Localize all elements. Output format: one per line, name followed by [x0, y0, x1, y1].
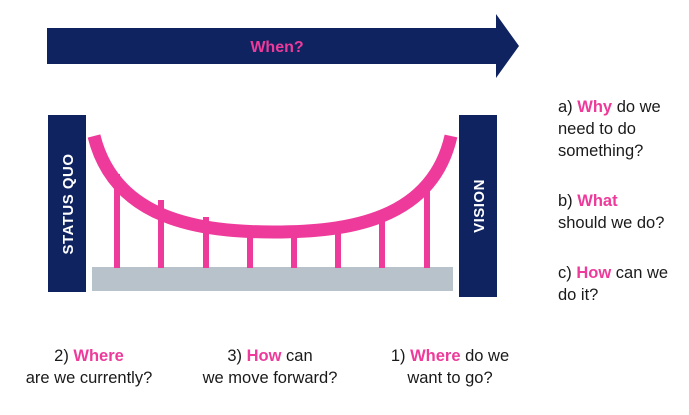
arrow-label: When?: [250, 39, 303, 56]
timeline-arrow: [47, 14, 519, 78]
highlight-what: What: [577, 192, 618, 210]
vision-pillar: [459, 115, 497, 297]
caption-goal: 1) Where do we want to go?: [365, 345, 535, 389]
question-why-line3: something?: [558, 142, 644, 160]
question-why: a) Why do we need to do something?: [558, 96, 661, 162]
highlight-where-current: Where: [73, 347, 124, 365]
caption-current-line1: 2) Where: [54, 347, 124, 365]
caption-forward: 3) How can we move forward?: [185, 345, 355, 389]
highlight-where-goal: Where: [410, 347, 461, 365]
question-why-line2: need to do: [558, 120, 636, 138]
suspender-rod: [247, 226, 253, 268]
suspension-cable: [87, 134, 458, 239]
status-quo-pillar: [48, 115, 86, 292]
highlight-how: How: [576, 264, 612, 282]
suspender-rod: [379, 212, 385, 268]
question-how: c) How can we do it?: [558, 262, 668, 306]
suspender-rod: [291, 228, 297, 268]
vision-label: VISION: [471, 179, 488, 233]
highlight-how-forward: How: [246, 347, 282, 365]
caption-forward-line2: we move forward?: [202, 369, 338, 387]
caption-current-line2: are we currently?: [25, 369, 153, 387]
bridge-suspenders: [114, 174, 430, 268]
caption-goal-line2: want to go?: [407, 369, 493, 387]
question-why-line1: a) Why do we: [558, 98, 661, 116]
suspender-rod: [158, 200, 164, 268]
suspender-rod: [335, 224, 341, 268]
question-what-line2: should we do?: [558, 214, 665, 232]
suspender-rod: [424, 186, 430, 268]
status-quo-label: STATUS QUO: [60, 153, 77, 254]
question-what-line1: b) What: [558, 192, 618, 210]
suspender-rod: [114, 174, 120, 268]
highlight-why: Why: [577, 98, 613, 116]
question-how-line2: do it?: [558, 286, 599, 304]
question-what: b) What should we do?: [558, 190, 664, 234]
caption-goal-line1: 1) Where do we: [390, 347, 510, 365]
caption-forward-line1: 3) How can: [227, 347, 313, 365]
question-how-line1: c) How can we: [558, 264, 669, 282]
caption-current: 2) Where are we currently?: [4, 345, 174, 389]
suspender-rod: [203, 217, 209, 268]
bridge-deck: [92, 267, 453, 291]
